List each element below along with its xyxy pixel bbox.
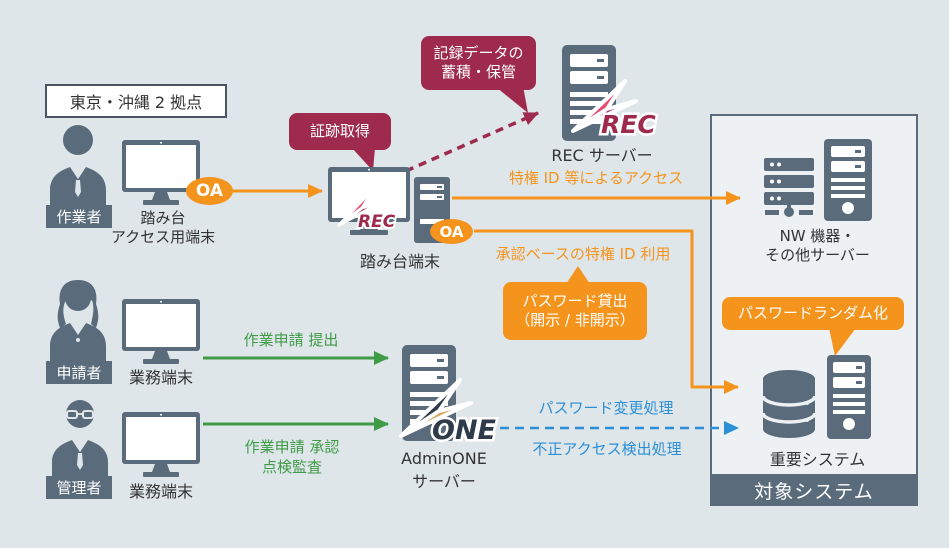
rec-server-label: REC サーバー [551,146,653,165]
applicant-badge-label: 申請者 [56,364,102,382]
adminone-server-label-line2: サーバー [412,472,476,491]
bastion-access-terminal-icon [122,140,200,205]
rec-logo-small: REC [337,185,398,231]
critical-system-label: 重要システム [769,450,866,469]
manager-badge-label: 管理者 [56,479,102,497]
site-label: 東京・沖縄 2 拠点 [69,93,203,112]
approval-based-label: 承認ベースの特権 ID 利用 [495,245,671,263]
bastion-terminal-label: 踏み台端末 [359,252,440,271]
fraud-detection-label: 不正アクセス検出処理 [532,440,682,458]
record-callout-line2: 蓄積・保管 [440,63,516,81]
evidence-callout: 証跡取得 [289,113,391,150]
bastion-access-terminal-label-line1: 踏み台 [140,209,186,227]
business-terminal-icon-2 [122,412,200,477]
password-change-label: パスワード変更処理 [538,399,674,417]
applicant-badge: 申請者 [46,361,112,384]
password-lend-line2: （開示 / 非開示） [515,311,635,329]
oa-badge-1: OA [186,177,233,205]
arrow-evidence-record [405,111,539,173]
manager-badge: 管理者 [46,476,112,499]
record-callout: 記録データの 蓄積・保管 [421,36,536,90]
work-request-approve-label: 作業申請 承認 [244,438,340,456]
business-terminal-label-2: 業務端末 [128,482,193,501]
manager-person-icon [52,400,108,478]
nw-devices-label-line2: その他サーバー [765,246,870,264]
site-label-box: 東京・沖縄 2 拠点 [45,84,227,118]
record-callout-tail [496,87,528,113]
worker-badge: 作業者 [46,205,112,228]
network-device-icon [764,158,814,217]
password-lend-callout: パスワード貸出 （開示 / 非開示） [503,282,647,340]
rec-logo: REC [571,79,659,140]
critical-server-icon [827,355,871,439]
worker-person-icon [50,125,106,206]
nw-devices-label-line1: NW 機器・ [779,227,856,245]
business-terminal-icon-1 [122,299,200,364]
password-lend-callout-tail [566,266,590,284]
privileged-access-label: 特権 ID 等によるアクセス [508,169,684,187]
inspection-audit-label: 点検監査 [261,458,322,476]
other-server-icon [824,139,872,221]
password-randomize-callout: パスワードランダム化 [722,297,904,330]
svg-text:ONE: ONE [432,415,497,446]
business-terminal-label-1: 業務端末 [128,368,193,387]
svg-text:REC: REC [358,212,396,231]
oa-badge-2: OA [430,219,473,244]
one-logo: ONE [399,378,499,446]
record-callout-line1: 記録データの [433,44,524,63]
database-icon [762,370,816,438]
bastion-access-terminal-label-line2: アクセス用端末 [110,228,216,246]
target-system-footer: 対象システム [710,474,918,506]
svg-text:REC: REC [601,110,656,139]
password-lend-line1: パスワード貸出 [522,292,628,311]
adminone-server-label-line1: AdminONE [401,449,487,468]
applicant-person-icon [50,280,106,362]
worker-badge-label: 作業者 [56,208,102,226]
work-request-submit-label: 作業申請 提出 [243,331,339,349]
